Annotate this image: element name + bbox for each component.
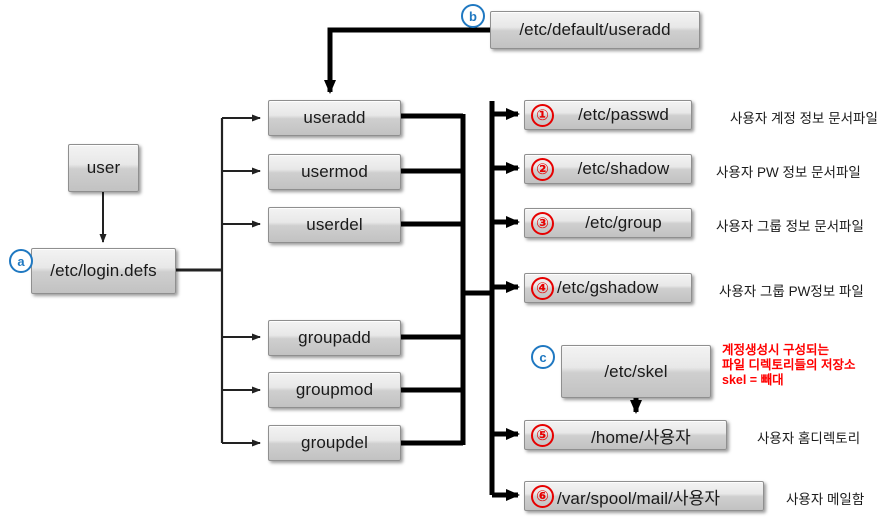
file-desc-group: 사용자 그룹 정보 문서파일 [716,219,864,234]
file-desc-mail: 사용자 메일함 [786,492,865,507]
file-desc-gshadow: 사용자 그룹 PW정보 파일 [719,284,864,299]
file-path-mail: /var/spool/mail/사용자 [557,488,721,508]
login-defs-box[interactable]: /etc/login.defs [31,248,176,294]
file-path-group: /etc/group [585,213,662,232]
user-box[interactable]: user [68,144,139,192]
skel-note: 계정생성시 구성되는 파일 디렉토리들의 저장소 skel = 빼대 [722,343,855,388]
file-number-1: ① [531,103,554,127]
marker-a-icon: a [9,249,33,273]
file-desc-shadow: 사용자 PW 정보 문서파일 [716,165,861,180]
file-path-passwd: /etc/passwd [578,105,669,124]
command-box-groupadd[interactable]: groupadd [268,320,401,356]
command-box-groupmod[interactable]: groupmod [268,372,401,408]
skel-note-line1: 계정생성시 구성되는 [722,343,829,357]
command-box-groupdel[interactable]: groupdel [268,425,401,461]
marker-c-icon: c [531,345,555,369]
file-box-mail[interactable]: ⑥ /var/spool/mail/사용자 [524,481,764,511]
file-number-2: ② [531,157,554,181]
marker-b-icon: b [461,4,485,28]
file-path-shadow: /etc/shadow [577,159,670,178]
file-number-4: ④ [531,276,554,300]
file-box-home[interactable]: ⑤ /home/사용자 [524,420,727,450]
file-number-6: ⑥ [531,484,554,508]
skel-note-line2: 파일 디렉토리들의 저장소 [722,358,856,372]
file-number-5: ⑤ [531,423,554,447]
file-desc-passwd: 사용자 계정 정보 문서파일 [730,111,878,126]
file-box-gshadow[interactable]: ④ /etc/gshadow [524,273,692,303]
file-box-group[interactable]: ③ /etc/group [524,208,692,238]
command-box-usermod[interactable]: usermod [268,154,401,190]
file-desc-home: 사용자 홈디렉토리 [757,431,861,446]
skel-note-line3: skel = 빼대 [722,373,784,387]
default-useradd-box[interactable]: /etc/default/useradd [490,11,700,49]
file-box-shadow[interactable]: ② /etc/shadow [524,154,692,184]
file-path-gshadow: /etc/gshadow [557,278,659,297]
file-box-passwd[interactable]: ① /etc/passwd [524,100,692,130]
file-path-home: /home/사용자 [591,427,691,447]
command-box-userdel[interactable]: userdel [268,207,401,243]
command-box-useradd[interactable]: useradd [268,100,401,136]
skel-box[interactable]: /etc/skel [561,345,711,398]
file-number-3: ③ [531,211,554,235]
